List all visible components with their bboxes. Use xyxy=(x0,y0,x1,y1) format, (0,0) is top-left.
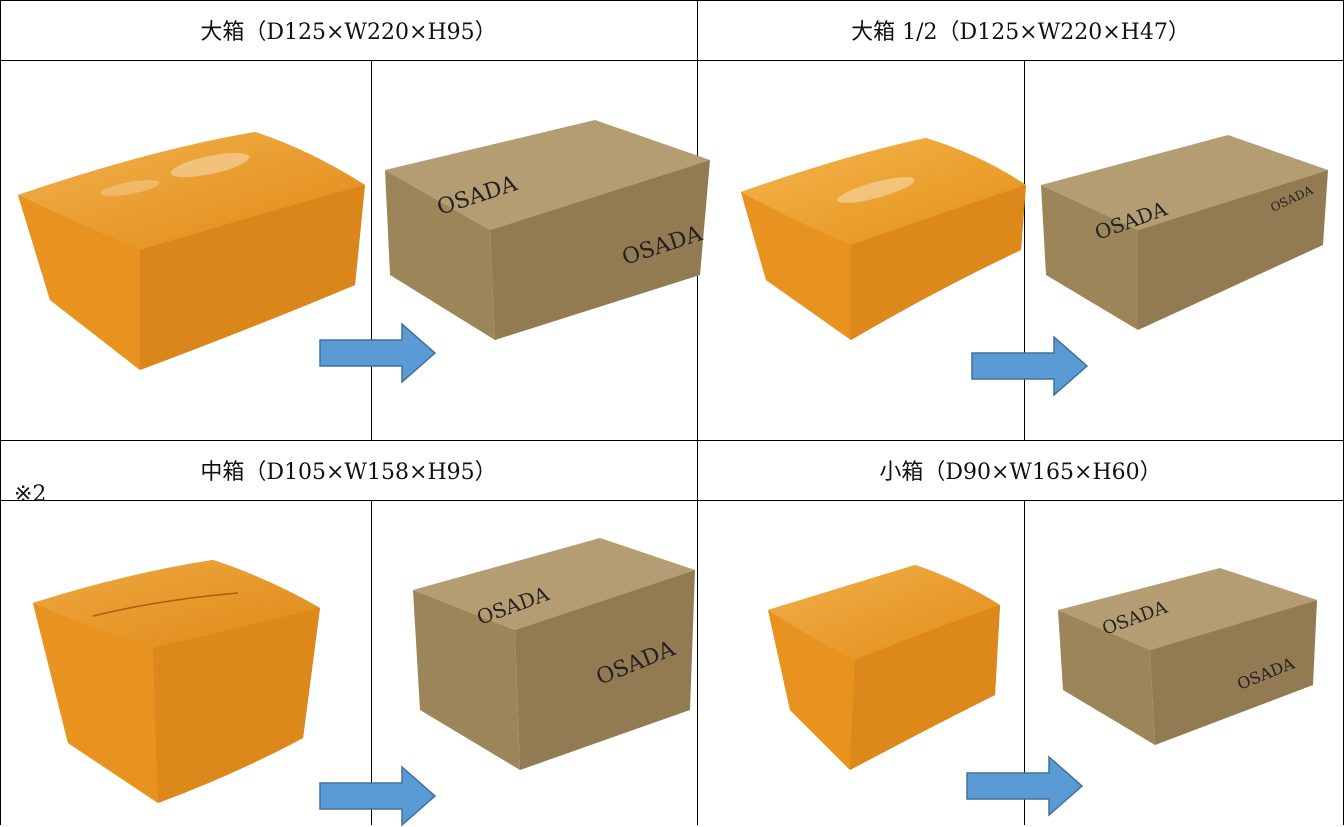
kraft-box-photo: OSADA OSADA xyxy=(385,120,710,340)
cell-title-small-box: 小箱（D90×W165×H60） xyxy=(879,460,1162,485)
image-cell-divider xyxy=(371,60,372,440)
right-arrow-icon xyxy=(971,335,1089,397)
cell-title-large-half-box: 大箱 1/2（D125×W220×H47） xyxy=(851,20,1190,45)
table-border-top xyxy=(0,0,1344,1)
right-arrow-icon xyxy=(319,765,437,827)
table-col-divider xyxy=(697,0,698,825)
image-cell-divider xyxy=(1024,500,1025,825)
kraft-box-photo: OSADA OSADA xyxy=(413,538,695,770)
orange-box-photo xyxy=(33,560,320,803)
table-border-left xyxy=(0,0,1,825)
table-row-divider xyxy=(0,440,1344,441)
image-cell-divider xyxy=(1024,60,1025,440)
orange-box-photo xyxy=(741,138,1026,340)
orange-box-photo xyxy=(18,132,365,370)
cell-title-large-box: 大箱（D125×W220×H95） xyxy=(200,20,497,45)
orange-box-photo xyxy=(768,565,1000,770)
table-row-divider xyxy=(0,60,1344,61)
image-cell-divider xyxy=(371,500,372,825)
table-row-divider xyxy=(0,500,1344,501)
kraft-box-photo: OSADA OSADA xyxy=(1058,568,1317,745)
footnote-mark: ※2 xyxy=(14,482,47,507)
cell-title-medium-box: 中箱（D105×W158×H95） xyxy=(200,460,497,485)
right-arrow-icon xyxy=(966,755,1084,817)
kraft-box-photo: OSADA OSADA xyxy=(1041,135,1328,330)
right-arrow-icon xyxy=(319,322,437,384)
